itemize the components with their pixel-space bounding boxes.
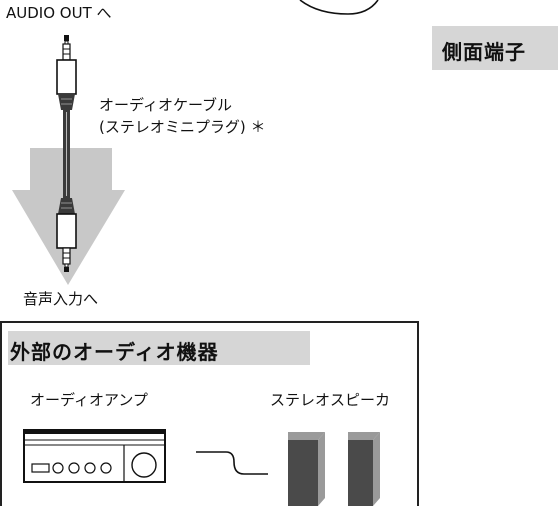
cable-label-line2: (ステレオミニプラグ) ＊ xyxy=(99,118,266,136)
plug-bottom-icon xyxy=(56,198,77,272)
side-terminal-label: 側面端子 xyxy=(442,40,526,64)
audio-out-label: AUDIO OUT へ xyxy=(6,4,112,22)
speakers-icon xyxy=(288,432,380,506)
cable-label-line1: オーディオケーブル xyxy=(99,96,233,114)
plug-top-icon xyxy=(56,35,77,110)
speaker-label: ステレオスピーカ xyxy=(270,391,391,409)
projector-edge-arc xyxy=(299,0,379,15)
section-title-band xyxy=(8,331,310,365)
section-title: 外部のオーディオ機器 xyxy=(10,340,219,364)
side-terminal-panel xyxy=(432,26,558,70)
amp-label: オーディオアンプ xyxy=(30,391,148,409)
audio-input-label: 音声入力へ xyxy=(23,290,99,308)
external-audio-box xyxy=(0,321,419,506)
amplifier-icon xyxy=(23,429,166,483)
amp-speaker-cable xyxy=(196,451,268,475)
